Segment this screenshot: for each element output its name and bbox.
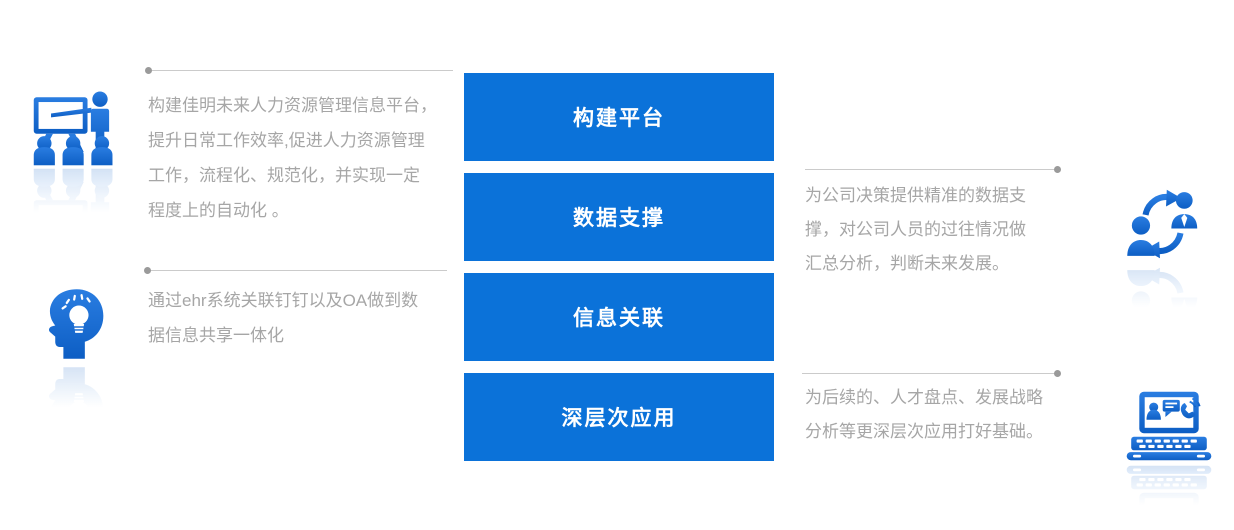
- laptop-communication-icon: [1116, 390, 1222, 530]
- step-box-info-link: 信息关联: [464, 273, 774, 361]
- idea-head-icon: [28, 286, 118, 450]
- left-note-platform: 构建佳明未来人力资源管理信息平台， 提升日常工作效率,促进人力资源管理 工作，流…: [148, 96, 437, 220]
- training-presentation-icon: [20, 88, 132, 256]
- divider-line-right-1: [805, 166, 1061, 173]
- training-presentation-icon-graphic: [28, 88, 124, 166]
- people-exchange-icon-graphic: [1122, 186, 1204, 262]
- people-exchange-icon: [1114, 186, 1212, 350]
- reflection-fade: [1114, 262, 1212, 350]
- divider-line-right-2: [802, 370, 1061, 377]
- reflection-fade: [20, 166, 132, 256]
- divider-line-left-2: [144, 267, 447, 274]
- laptop-communication-icon-graphic: [1124, 390, 1214, 462]
- reflection-fade: [28, 362, 118, 450]
- step-label: 数据支撑: [573, 207, 665, 230]
- step-label: 深层次应用: [561, 407, 677, 430]
- step-label: 构建平台: [573, 107, 665, 130]
- right-note-decision: 为公司决策提供精准的数据支 撑，对公司人员的过往情况做 汇总分析，判断未来发展。: [805, 186, 1026, 273]
- right-note-talent: 为后续的、人才盘点、发展战略 分析等更深层次应用打好基础。: [805, 388, 1043, 441]
- step-box-data-support: 数据支撑: [464, 173, 774, 261]
- idea-head-icon-graphic: [36, 286, 110, 362]
- left-note-ehr: 通过ehr系统关联钉钉以及OA做到数 据信息共享一体化: [148, 291, 419, 345]
- step-box-build-platform: 构建平台: [464, 73, 774, 161]
- step-box-deep-application: 深层次应用: [464, 373, 774, 461]
- reflection-fade: [1116, 462, 1222, 530]
- step-label: 信息关联: [573, 307, 665, 330]
- divider-line-left-1: [145, 67, 453, 74]
